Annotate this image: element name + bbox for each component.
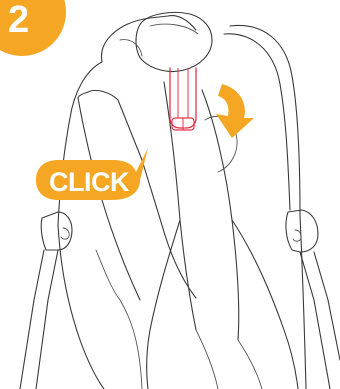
callout-label: CLICK (49, 167, 130, 197)
step-badge-icon: 2 (0, 0, 66, 56)
latch-icon (170, 68, 196, 130)
click-callout: CLICK (36, 148, 148, 200)
stroller-outline (20, 12, 340, 389)
step-number: 2 (8, 0, 29, 41)
curved-arrow-icon (216, 84, 254, 138)
